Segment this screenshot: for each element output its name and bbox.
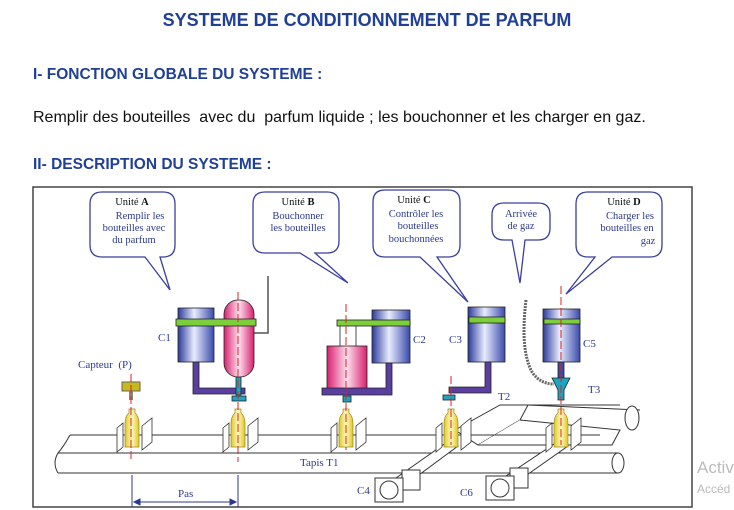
cylinder-c2 — [371, 309, 411, 364]
unit-c-machine — [442, 306, 506, 401]
pitch-dimension — [131, 475, 239, 507]
bubble-gas-line: de gaz — [507, 221, 534, 232]
bottle — [330, 408, 367, 453]
bubble-c-line: Contrôler les — [389, 209, 444, 220]
bubble-b-line: les bouteilles — [270, 223, 325, 234]
bubble-c-line: bouchonnées — [389, 234, 444, 245]
axis-lines — [130, 286, 562, 462]
bottle — [435, 408, 472, 453]
bubble-c-line: bouteilles — [398, 221, 439, 232]
bubble-a-title: Unité A — [115, 197, 149, 208]
label-c1: C1 — [158, 332, 171, 344]
label-c4: C4 — [357, 485, 370, 497]
label-c2: C2 — [413, 334, 426, 346]
capping-press — [326, 345, 368, 391]
label-capteur: Capteur (P) — [78, 359, 132, 371]
section-1-heading: I- FONCTION GLOBALE DU SYSTEME : — [33, 66, 323, 83]
bubble-gas-line: Arrivée — [505, 209, 537, 220]
unit-a-machine — [175, 276, 269, 402]
watermark-line-1: Activ — [697, 458, 734, 477]
diagram-frame — [32, 186, 693, 508]
cylinder-c6 — [485, 439, 569, 501]
cylinder-c3 — [467, 306, 506, 363]
label-t3: T3 — [588, 384, 601, 396]
unit-d-machine — [522, 299, 581, 401]
unit-b-machine — [321, 309, 411, 403]
bubble-d-title: Unité D — [607, 197, 641, 208]
speech-bubble-b — [252, 191, 349, 284]
bubble-b-title: Unité B — [282, 197, 315, 208]
section-1-text: Remplir des bouteilles avec du parfum li… — [33, 109, 646, 126]
bubble-d-line: Charger les — [606, 211, 654, 222]
bubble-b-line: Bouchonner — [272, 211, 324, 222]
label-c3: C3 — [449, 334, 462, 346]
label-pas: Pas — [178, 488, 193, 500]
watermark-line-2: Accéd — [697, 482, 731, 496]
gas-hose — [522, 299, 555, 386]
label-tapis-t1: Tapis T1 — [300, 457, 338, 469]
label-t2: T2 — [498, 391, 510, 403]
cylinder-c4 — [374, 439, 459, 503]
filling-tank — [223, 299, 255, 378]
bubble-d-line: gaz — [641, 236, 656, 247]
label-c6: C6 — [460, 487, 473, 499]
label-c5: C5 — [583, 338, 596, 350]
cylinder-c1 — [177, 307, 215, 363]
speech-bubble-gas — [491, 202, 551, 284]
bubble-d-line: bouteilles en — [600, 223, 654, 234]
page-title: SYSTEME DE CONDITIONNEMENT DE PARFUM — [162, 10, 572, 30]
bubble-a-line: du parfum — [112, 235, 155, 246]
bottle — [545, 408, 582, 453]
bottle — [222, 408, 259, 453]
speech-bubble-c — [372, 189, 469, 303]
speech-bubble-a — [89, 191, 176, 291]
bottle — [116, 408, 153, 453]
bubble-c-title: Unité C — [397, 195, 431, 206]
bubble-a-line: bouteilles avec — [103, 223, 166, 234]
section-2-heading: II- DESCRIPTION DU SYSTEME : — [33, 156, 272, 173]
speech-bubble-d — [565, 191, 663, 295]
bubble-a-line: Remplir les — [116, 211, 165, 222]
